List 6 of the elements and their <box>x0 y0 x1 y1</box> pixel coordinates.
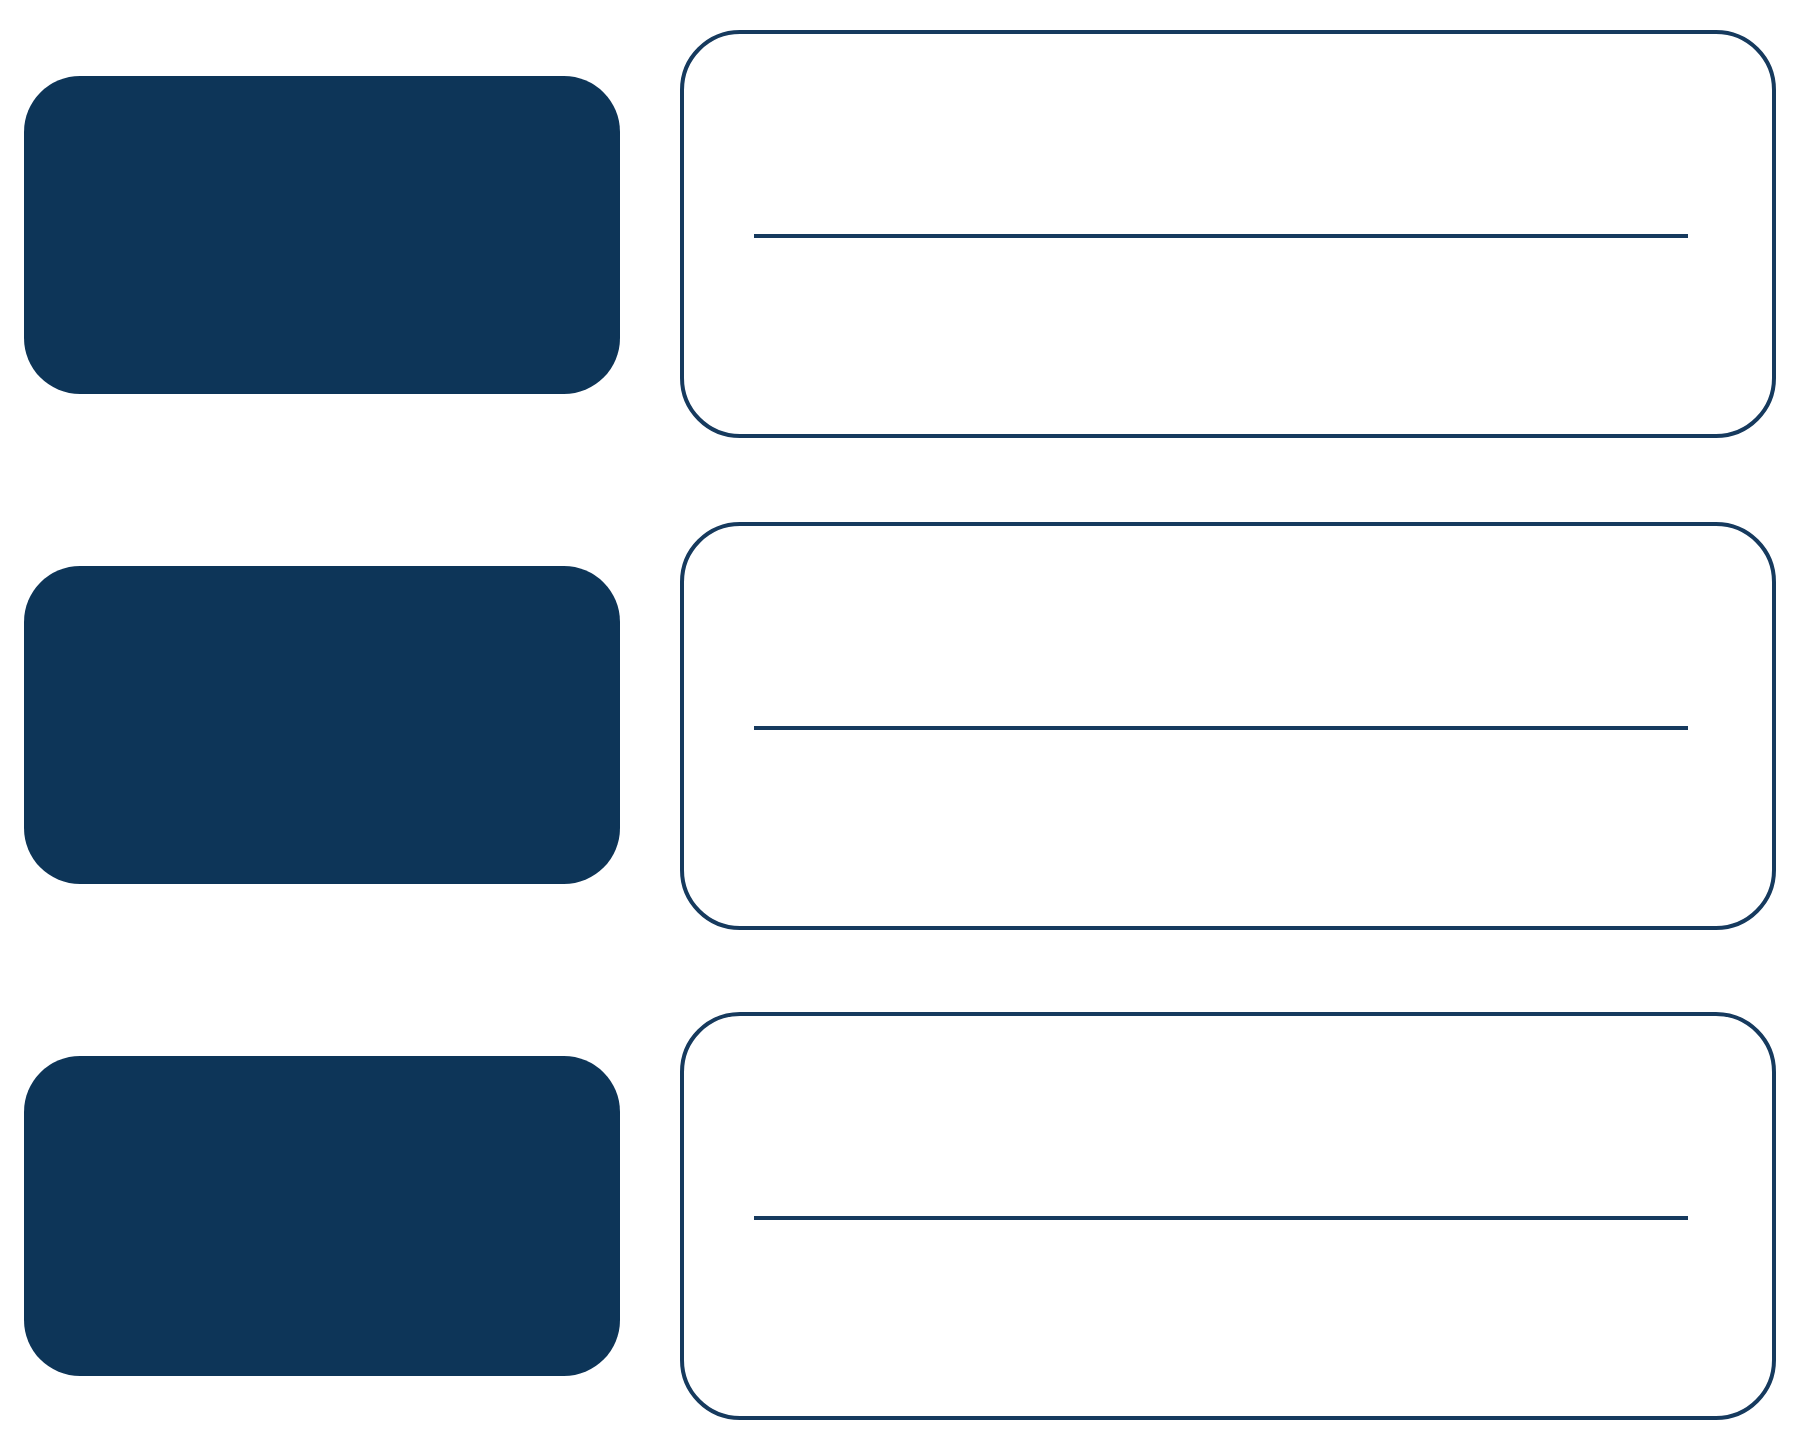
filled-box <box>24 1056 620 1376</box>
outlined-box <box>680 1012 1776 1420</box>
filled-box <box>24 76 620 394</box>
filled-box <box>24 566 620 884</box>
outlined-box <box>680 30 1776 438</box>
outlined-box <box>680 522 1776 930</box>
